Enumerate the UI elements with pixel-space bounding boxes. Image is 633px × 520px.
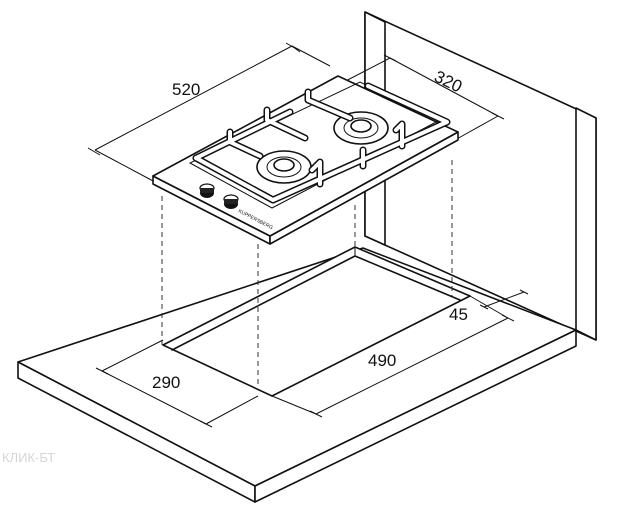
gas-hob: KUPPERSBERG [152, 75, 459, 245]
pan-support [192, 82, 451, 204]
control-knob-left [199, 183, 215, 198]
dim-cutout-width: 290 [152, 373, 180, 392]
projection-lines [161, 160, 453, 386]
dimension-lines [87, 42, 529, 428]
dim-cutout-depth: 490 [368, 351, 396, 370]
dim-hob-width: 520 [172, 80, 200, 99]
watermark: КЛИК-БТ [2, 450, 55, 465]
dim-wall-offset: 45 [449, 305, 468, 324]
control-knob-right [223, 194, 239, 209]
burner-front [256, 150, 312, 184]
